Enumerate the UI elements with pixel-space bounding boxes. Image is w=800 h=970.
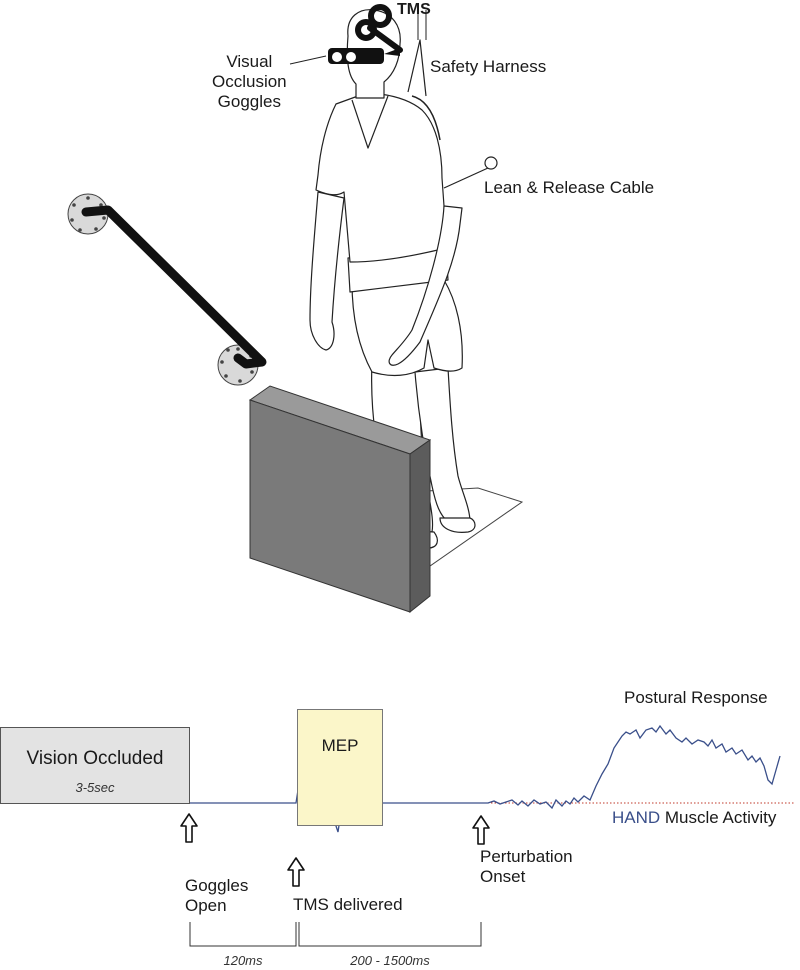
mep-box: MEP (297, 709, 383, 826)
hand-word: HAND (612, 808, 661, 827)
cable-ring-icon (443, 156, 498, 189)
goggles-icon (328, 48, 400, 64)
handrail (67, 193, 267, 386)
mep-label: MEP (321, 736, 359, 755)
perturbation-onset-label: Perturbation Onset (480, 847, 573, 886)
interval-1-label: 120ms (223, 953, 263, 968)
interval-2-label: 200 - 1500ms (350, 953, 430, 968)
up-arrow-icon (287, 857, 305, 887)
tms-coil-icon (355, 4, 403, 53)
vision-duration-label: 3-5sec (75, 780, 115, 795)
goggles-open-label: Goggles Open (185, 876, 249, 915)
tms-label: TMS (397, 1, 431, 18)
obstacle-block (248, 385, 432, 614)
goggles-label: Visual Occlusion Goggles (212, 52, 287, 111)
wall-flange-icon (217, 344, 259, 386)
postural-response-label: Postural Response (624, 688, 768, 707)
harness-label: Safety Harness (430, 57, 547, 76)
vision-occluded-box: Vision Occluded 3-5sec (0, 727, 190, 804)
up-arrow-icon (180, 813, 198, 843)
muscle-activity-text: Muscle Activity (660, 808, 777, 827)
interval-brackets (189, 922, 482, 947)
muscle-activity-label: HAND Muscle Activity (612, 808, 776, 828)
vision-occluded-label: Vision Occluded (26, 748, 164, 769)
up-arrow-icon (472, 815, 490, 845)
tms-delivered-label: TMS delivered (293, 895, 403, 914)
cable-label: Lean & Release Cable (484, 178, 655, 197)
